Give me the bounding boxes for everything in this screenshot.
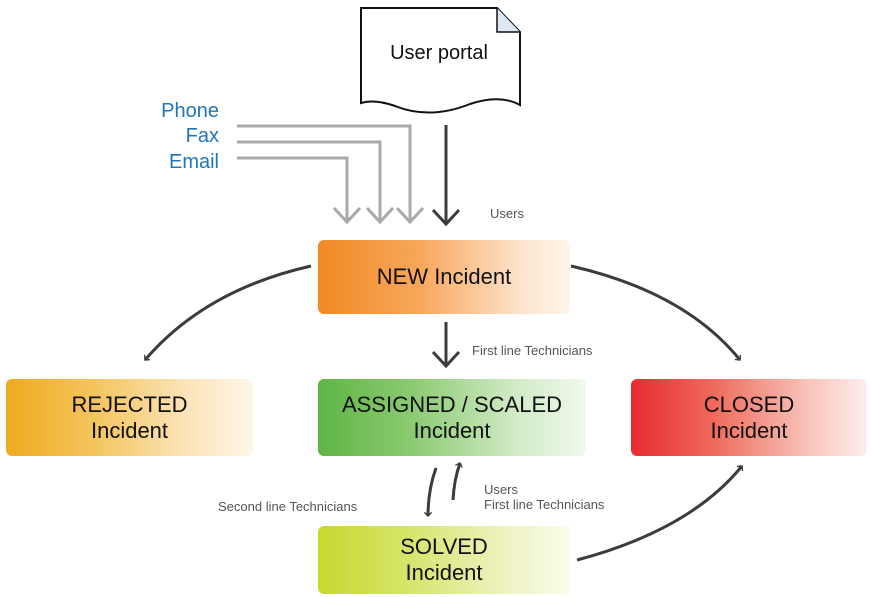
phone-arrow xyxy=(237,124,412,222)
assigned-to-solved-arrow xyxy=(423,467,438,517)
state-assigned-sublabel: Incident xyxy=(413,417,491,443)
state-assigned-label: ASSIGNED / SCALED xyxy=(341,391,563,417)
users-first-line-note-technicians: First line Technicians xyxy=(484,497,605,512)
users-first-line-note-users: Users xyxy=(484,482,518,497)
new-to-closed-arrow xyxy=(570,264,742,361)
channel-arrows xyxy=(237,124,425,225)
fax-arrowhead xyxy=(365,206,395,225)
state-solved-label: SOLVED xyxy=(400,534,488,559)
state-rejected-sublabel: Incident xyxy=(90,417,169,443)
channel-fax: Fax xyxy=(185,125,219,147)
email-arrowhead xyxy=(332,206,362,225)
second-line-note: Second line Technicians xyxy=(218,499,358,514)
state-new-incident: NEW Incident xyxy=(318,240,570,314)
new-to-rejected-arrow xyxy=(143,264,312,361)
state-rejected-label: REJECTED xyxy=(71,391,188,417)
state-rejected-incident: REJECTED Incident xyxy=(6,379,253,456)
state-new-label: NEW Incident xyxy=(376,264,512,289)
state-closed-sublabel: Incident xyxy=(710,417,788,443)
email-arrow xyxy=(237,156,349,222)
solved-to-assigned-arrow xyxy=(451,462,463,501)
state-closed-label: CLOSED xyxy=(703,391,795,417)
users-note: Users xyxy=(490,206,524,221)
fax-arrow xyxy=(237,140,382,222)
channel-phone: Phone xyxy=(161,100,219,122)
users-first-line-note: Users First line Technicians xyxy=(484,482,604,512)
state-solved-sublabel: Incident xyxy=(405,560,483,585)
first-line-note: First line Technicians xyxy=(472,343,593,358)
user-portal-document xyxy=(360,7,521,114)
phone-arrowhead xyxy=(395,206,425,225)
state-assigned-incident: ASSIGNED / SCALED Incident xyxy=(318,379,586,456)
channel-email: Email xyxy=(168,151,219,173)
portal-to-new-arrow xyxy=(431,125,461,227)
new-to-assigned-arrow xyxy=(431,322,461,369)
state-solved-incident: SOLVED Incident xyxy=(318,526,570,594)
user-portal-label: User portal xyxy=(390,42,488,64)
state-closed-incident: CLOSED Incident xyxy=(631,379,867,456)
solved-to-closed-arrow xyxy=(576,465,744,562)
